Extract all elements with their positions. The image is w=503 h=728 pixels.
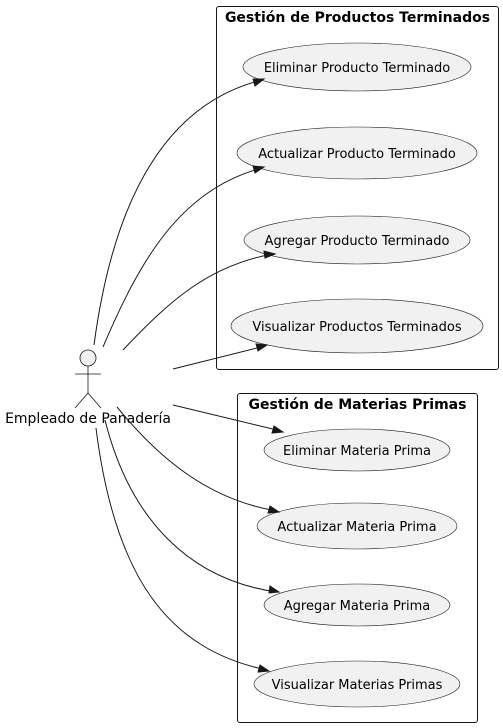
use-case-actualizar-producto-terminado[interactable]: Actualizar Producto Terminado xyxy=(236,126,478,180)
use-case-actualizar-materia-prima[interactable]: Actualizar Materia Prima xyxy=(256,502,458,550)
use-case-ellipse xyxy=(243,215,471,265)
edge-to-visualizar-productos xyxy=(172,345,266,370)
edge-arrowhead xyxy=(252,165,266,174)
edge-arrowhead xyxy=(252,78,266,87)
package-frame xyxy=(237,393,478,723)
use-case-ellipse xyxy=(263,583,451,627)
edge-to-agregar-producto xyxy=(122,253,274,351)
use-case-ellipse xyxy=(242,42,472,92)
use-case-label: Visualizar Productos Terminados xyxy=(252,320,461,335)
edge-to-eliminar-materia xyxy=(172,404,282,432)
package-title: Gestión de Productos Terminados xyxy=(225,10,490,26)
use-case-label: Actualizar Producto Terminado xyxy=(258,147,456,162)
use-case-label: Agregar Producto Terminado xyxy=(265,234,450,249)
use-case-visualizar-productos-terminados[interactable]: Visualizar Productos Terminados xyxy=(230,298,484,354)
use-case-label: Eliminar Materia Prima xyxy=(283,444,431,459)
edge-arrowhead xyxy=(257,664,271,673)
edge-to-agregar-materia xyxy=(104,419,278,593)
actor-leg-right xyxy=(87,392,102,409)
edge-to-actualizar-producto xyxy=(102,167,263,348)
use-case-ellipse xyxy=(230,298,484,354)
use-case-ellipse xyxy=(253,660,461,708)
package-productos-terminados: Gestión de Productos Terminados Eliminar… xyxy=(216,6,499,370)
package-title: Gestión de Materias Primas xyxy=(249,397,467,413)
use-case-label: Eliminar Producto Terminado xyxy=(264,61,450,76)
edge-arrowhead xyxy=(267,505,281,514)
use-case-ellipse xyxy=(236,126,478,180)
use-case-agregar-materia-prima[interactable]: Agregar Materia Prima xyxy=(263,583,451,627)
use-case-ellipse xyxy=(263,428,451,472)
edge-to-eliminar-producto xyxy=(93,79,263,346)
edge-arrowhead xyxy=(271,425,285,434)
use-case-label: Agregar Materia Prima xyxy=(284,599,430,614)
use-case-visualizar-materias-primas[interactable]: Visualizar Materias Primas xyxy=(253,660,461,708)
use-case-ellipse xyxy=(256,502,458,550)
edge-to-visualizar-materias xyxy=(95,427,268,671)
actor-leg-left xyxy=(74,392,89,409)
use-case-eliminar-materia-prima[interactable]: Eliminar Materia Prima xyxy=(263,428,451,472)
package-materias-primas: Gestión de Materias Primas Eliminar Mate… xyxy=(237,393,478,723)
edge-arrowhead xyxy=(268,585,281,594)
actor-label: Empleado de Panadería xyxy=(5,411,171,427)
use-case-label: Visualizar Materias Primas xyxy=(272,678,443,693)
use-case-label: Actualizar Materia Prima xyxy=(277,520,436,535)
edge-to-actualizar-materia xyxy=(116,406,278,512)
edge-arrowhead xyxy=(263,250,277,259)
use-case-eliminar-producto-terminado[interactable]: Eliminar Producto Terminado xyxy=(242,42,472,92)
edge-arrowhead xyxy=(255,343,269,352)
use-case-agregar-producto-terminado[interactable]: Agregar Producto Terminado xyxy=(243,215,471,265)
actor-empleado[interactable]: Empleado de Panadería xyxy=(5,349,171,427)
associations xyxy=(93,78,285,673)
actor-head xyxy=(79,349,97,367)
